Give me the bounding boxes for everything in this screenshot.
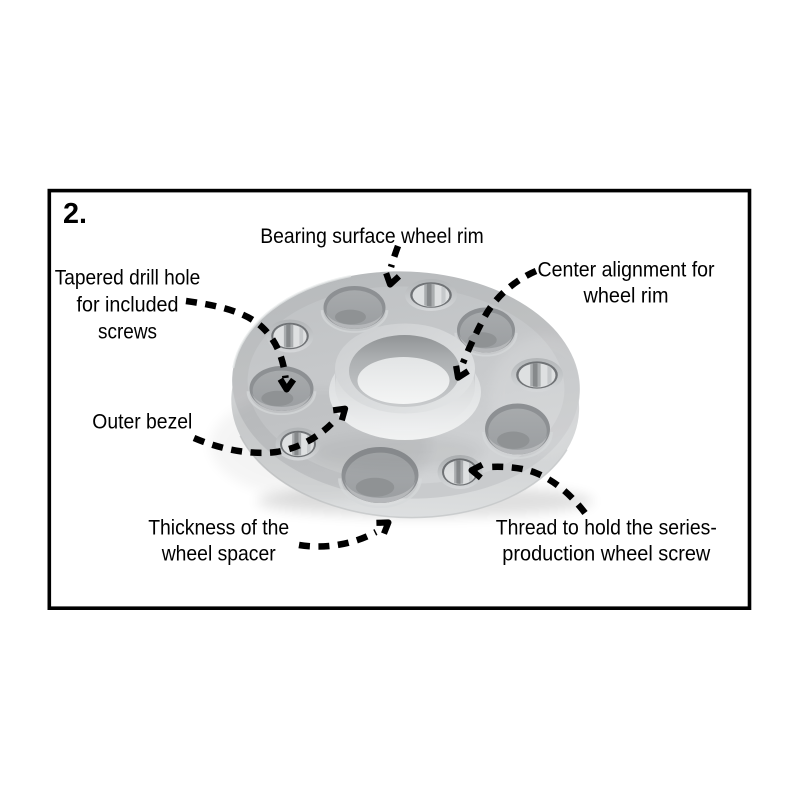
svg-text:Bearing surface wheel rim: Bearing surface wheel rim: [260, 225, 484, 248]
svg-text:Outer bezel: Outer bezel: [92, 411, 192, 434]
svg-text:for included: for included: [77, 294, 179, 317]
svg-text:wheel spacer: wheel spacer: [161, 543, 276, 566]
svg-text:Thickness of the: Thickness of the: [148, 517, 289, 540]
svg-text:2.: 2.: [63, 198, 87, 230]
svg-text:screws: screws: [98, 321, 157, 344]
svg-text:wheel rim: wheel rim: [583, 285, 669, 308]
svg-text:Thread to hold the series-: Thread to hold the series-: [496, 517, 717, 540]
svg-text:production wheel screw: production wheel screw: [502, 543, 711, 566]
svg-text:Tapered drill hole: Tapered drill hole: [55, 267, 201, 290]
svg-text:Center alignment for: Center alignment for: [538, 259, 715, 282]
